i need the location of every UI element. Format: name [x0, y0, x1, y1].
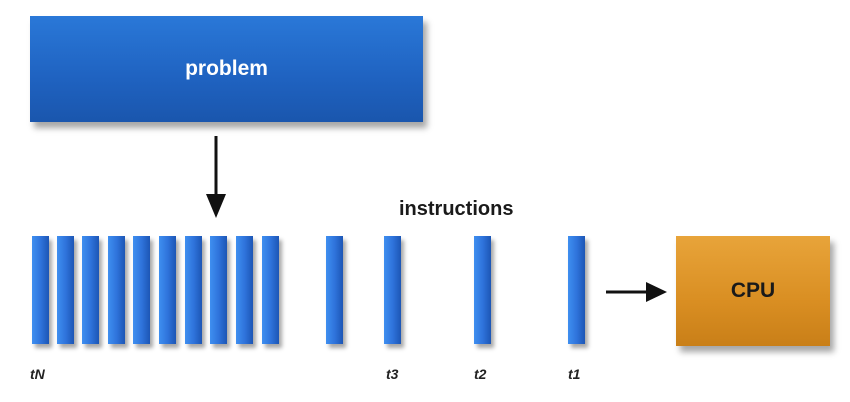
instruction-bar	[326, 236, 343, 344]
instruction-bar	[32, 236, 49, 344]
time-label-t3: t3	[386, 366, 399, 382]
instructions-label: instructions	[399, 198, 514, 220]
down-arrow-icon	[206, 136, 226, 218]
instruction-bar	[159, 236, 176, 344]
instruction-bar	[82, 236, 99, 344]
instruction-bar	[108, 236, 125, 344]
instruction-bar	[262, 236, 279, 344]
problem-box: problem	[30, 16, 423, 122]
instruction-bar-t1	[568, 236, 585, 344]
time-label-tN: tN	[30, 366, 45, 382]
time-label-t1: t1	[568, 366, 581, 382]
instruction-bar	[133, 236, 150, 344]
instruction-bar-t2	[474, 236, 491, 344]
instruction-bar	[210, 236, 227, 344]
instruction-bar	[57, 236, 74, 344]
time-label-t2: t2	[474, 366, 487, 382]
instruction-bar-t3	[384, 236, 401, 344]
cpu-box: CPU	[676, 236, 830, 346]
problem-label: problem	[185, 57, 268, 80]
right-arrow-icon	[606, 282, 667, 302]
cpu-label: CPU	[730, 279, 776, 302]
instruction-bar	[185, 236, 202, 344]
instruction-bar	[236, 236, 253, 344]
